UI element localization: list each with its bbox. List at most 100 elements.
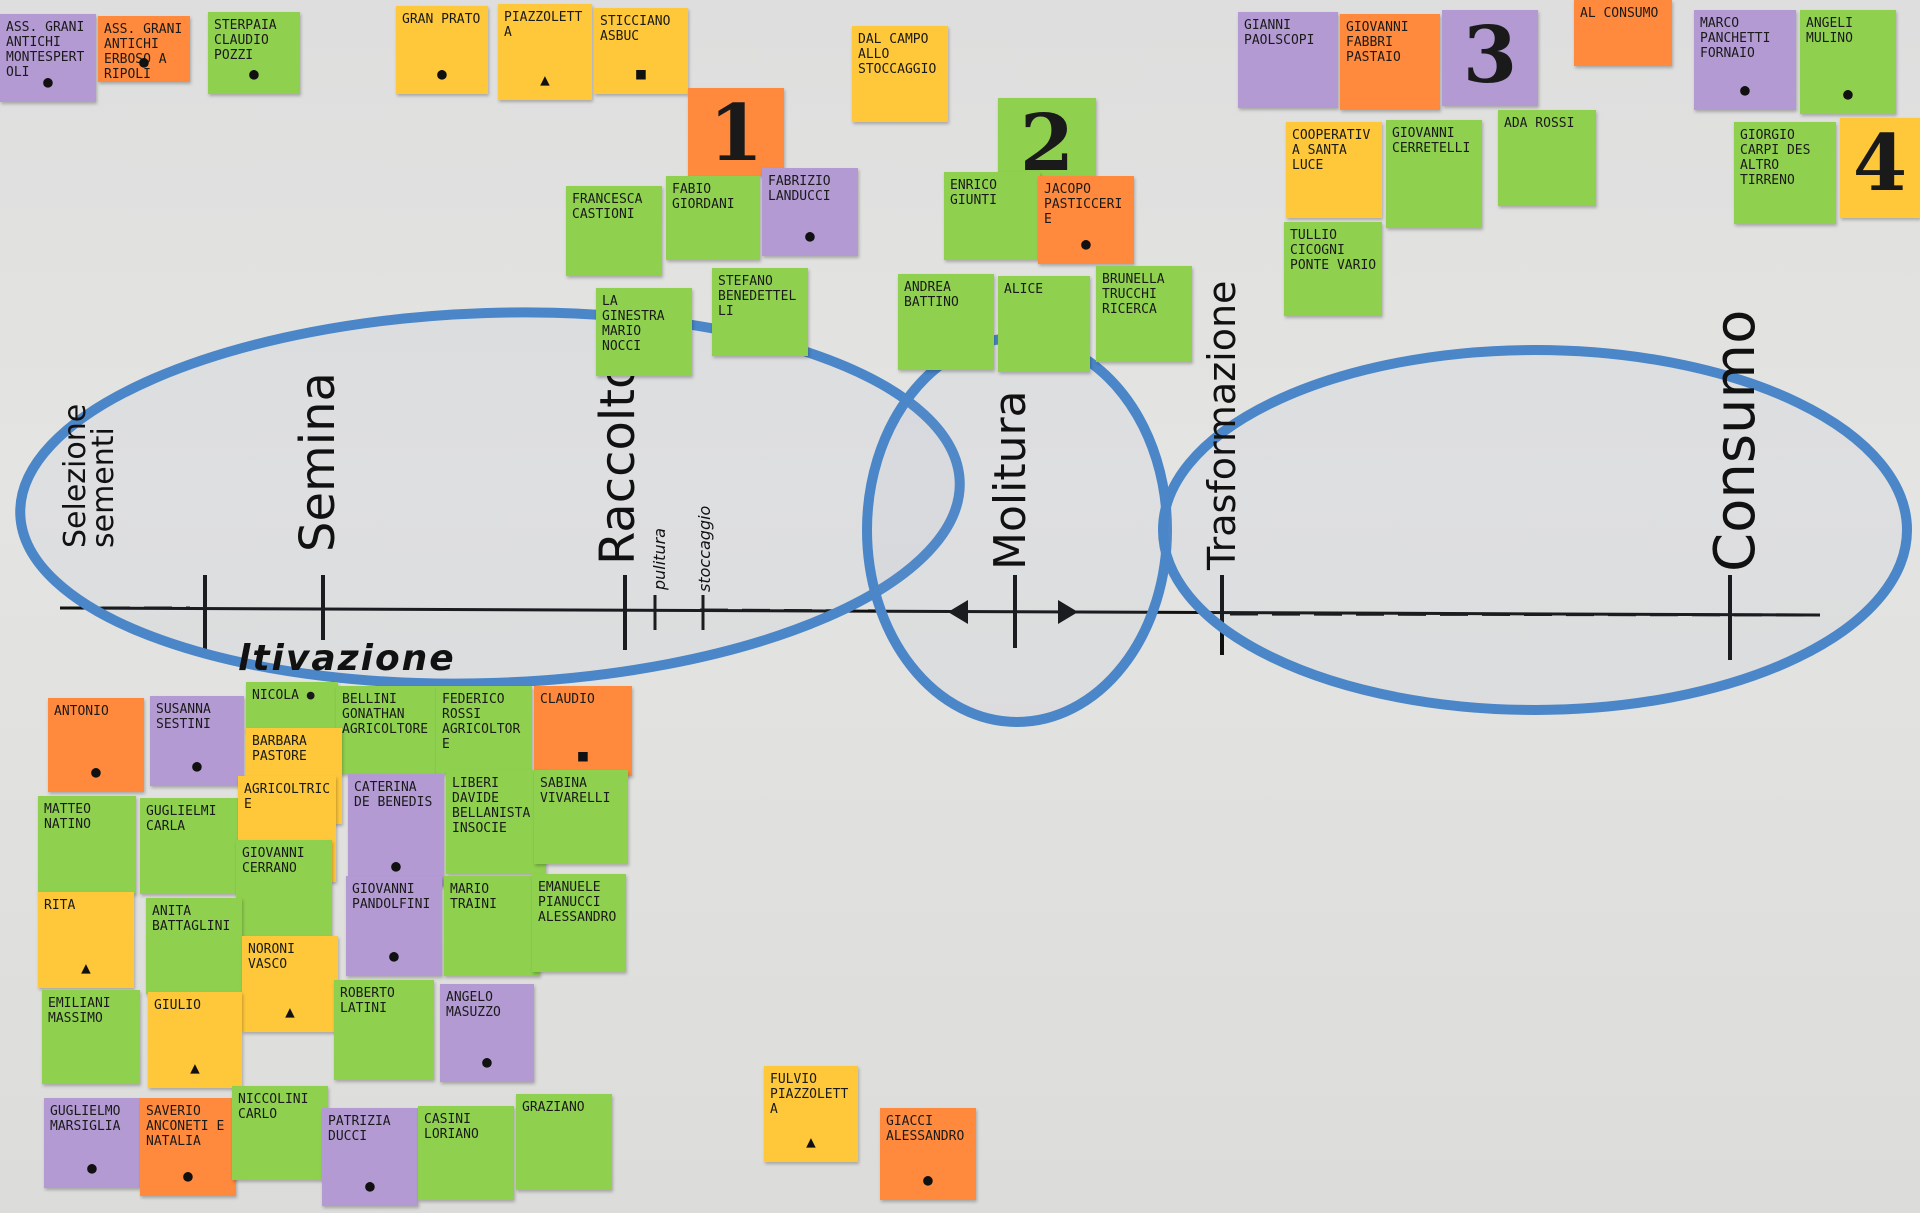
sticky-note: SUSANNA SESTINI ● <box>150 696 244 786</box>
sticky-note: SAVERIO ANCONETI E NATALIA● <box>140 1098 236 1196</box>
sticky-note: ENRICO GIUNTI <box>944 172 1040 260</box>
sticky-note-text: DAL CAMPO ALLO STOCCAGGIO <box>858 32 937 77</box>
arrow-left <box>948 600 968 624</box>
phase-label-stoccaggio: stoccaggio <box>695 505 714 592</box>
sticky-note: PIAZZOLETTA▲ <box>498 4 592 100</box>
sticky-note-text: GIOVANNI CERRETELLI <box>1392 126 1471 156</box>
sticky-note-text: JACOPO PASTICCERIE <box>1044 182 1123 227</box>
sticky-note: LIBERI DAVIDE BELLANISTA INSOCIE <box>446 770 546 874</box>
sticky-note: CATERINA DE BENEDIS● <box>348 774 444 886</box>
phase-label-pulitura: pulitura <box>650 528 669 590</box>
sticky-note: FRANCESCA CASTIONI <box>566 186 662 276</box>
sticky-note: NICCOLINI CARLO <box>232 1086 328 1180</box>
sticky-note-text: GIOVANNI CERRANO <box>242 846 305 876</box>
sticky-note: ROBERTO LATINI <box>334 980 434 1080</box>
sticky-note-text: ANGELO MASUZZO <box>446 990 501 1020</box>
sticky-note: FABIO GIORDANI <box>666 176 760 260</box>
sticky-note-mark-icon: ■ <box>636 64 646 83</box>
sticky-note-mark-icon: ▲ <box>81 958 91 977</box>
sticky-note-mark-icon: ● <box>1843 84 1853 103</box>
sticky-note: 2 <box>998 98 1096 186</box>
sticky-note-text: NICOLA ● <box>252 688 315 703</box>
sticky-note-text: EMILIANI MASSIMO <box>48 996 111 1026</box>
sticky-note: MARIO TRAINI <box>444 876 540 976</box>
sticky-note-text: GRAN PRATO <box>402 12 481 27</box>
sticky-note: GIOVANNI CERRANO <box>236 840 332 938</box>
phase-label-semina: Semina <box>290 372 346 552</box>
sticky-note: JACOPO PASTICCERIE● <box>1038 176 1134 264</box>
sticky-note: STEFANO BENEDETTELLI <box>712 268 808 356</box>
sticky-note-text: BELLINI GONATHAN AGRICOLTORE <box>342 692 429 737</box>
sticky-note-mark-icon: ● <box>391 856 401 875</box>
sticky-note: EMANUELE PIANUCCI ALESSANDRO <box>532 874 626 972</box>
sticky-note-text: AGRICOLTRICE <box>244 782 331 812</box>
sticky-note-text: MARIO TRAINI <box>450 882 497 912</box>
sticky-note: 1 <box>688 88 784 176</box>
sticky-note-mark-icon: ● <box>249 64 259 83</box>
sticky-note-text: STEFANO BENEDETTELLI <box>718 274 797 319</box>
sticky-note: FULVIO PIAZZOLETTA▲ <box>764 1066 858 1162</box>
sticky-note-text: ASS. GRANI ANTICHI ERBOSO A RIPOLI <box>104 22 183 82</box>
sticky-note: LA GINESTRA MARIO NOCCI <box>596 288 692 376</box>
sticky-note-mark-icon: ● <box>482 1052 492 1071</box>
sticky-note-text: SABINA VIVARELLI <box>540 776 611 806</box>
sticky-note: ANGELI MULINO ● <box>1800 10 1896 114</box>
sticky-note-text: 4 <box>1852 118 1908 209</box>
sticky-note-text: CLAUDIO <box>540 692 595 707</box>
sticky-note: GRAZIANO <box>516 1094 612 1190</box>
phase-label-consumo: Consumo <box>1703 309 1768 572</box>
sticky-note: FABRIZIO LANDUCCI● <box>762 168 858 256</box>
sticky-note-mark-icon: ● <box>192 756 202 775</box>
sticky-note: COOPERATIVA SANTA LUCE <box>1286 122 1382 218</box>
sticky-note: GIACCI ALESSANDRO● <box>880 1108 976 1200</box>
sticky-note: TULLIO CICOGNI PONTE VARIO <box>1284 222 1382 316</box>
sticky-note-mark-icon: ● <box>91 762 101 781</box>
arrow-right <box>1058 600 1078 624</box>
sticky-note-mark-icon: ● <box>1740 80 1750 99</box>
sticky-note-text: FABIO GIORDANI <box>672 182 735 212</box>
sticky-note-text: ASS. GRANI ANTICHI MONTESPERTOLI <box>6 20 85 80</box>
sticky-note: MATTEO NATINO <box>38 796 136 894</box>
sticky-note: RITA▲ <box>38 892 134 988</box>
sticky-note-mark-icon: ● <box>43 72 53 91</box>
sticky-note: DAL CAMPO ALLO STOCCAGGIO <box>852 26 948 122</box>
sticky-note-text: MATTEO NATINO <box>44 802 91 832</box>
sticky-note-mark-icon: ● <box>389 946 399 965</box>
sticky-note-text: PIAZZOLETTA <box>504 10 583 40</box>
sticky-note: FEDERICO ROSSI AGRICOLTORE <box>436 686 532 774</box>
sticky-note-text: GIACCI ALESSANDRO <box>886 1114 965 1144</box>
sticky-note: STERPAIA CLAUDIO POZZI● <box>208 12 300 94</box>
sticky-note: ALICE <box>998 276 1090 372</box>
sticky-note-text: SUSANNA SESTINI <box>156 702 211 732</box>
sticky-note: CASINI LORIANO <box>418 1106 514 1200</box>
sticky-note-text: STICCIANO ASBUC <box>600 14 671 44</box>
sticky-note: ANDREA BATTINO <box>898 274 994 370</box>
sticky-note: GIOVANNI PANDOLFINI ● <box>346 876 442 976</box>
sticky-note-text: ANTONIO <box>54 704 109 719</box>
sticky-note: NICOLA ● <box>246 682 338 732</box>
sticky-note: GIOVANNI FABBRI PASTAIO <box>1340 14 1440 110</box>
sticky-note-text: EMANUELE PIANUCCI ALESSANDRO <box>538 880 617 925</box>
sticky-note-mark-icon: ▲ <box>190 1058 200 1077</box>
sticky-note-text: COOPERATIVA SANTA LUCE <box>1292 128 1371 173</box>
sticky-note-text: SAVERIO ANCONETI E NATALIA <box>146 1104 225 1149</box>
sticky-note-text: BARBARA PASTORE <box>252 734 307 764</box>
sticky-note-text: LA GINESTRA MARIO NOCCI <box>602 294 665 354</box>
sticky-note-mark-icon: ● <box>437 64 447 83</box>
sticky-note: AL CONSUMO <box>1574 0 1672 66</box>
sticky-note-mark-icon: ● <box>87 1158 97 1177</box>
sticky-note-text: FRANCESCA CASTIONI <box>572 192 643 222</box>
sticky-note-text: ANGELI MULINO <box>1806 16 1853 46</box>
phase-ellipse-1 <box>15 307 965 689</box>
sticky-note-text: LIBERI DAVIDE BELLANISTA INSOCIE <box>452 776 531 836</box>
sticky-note: ANITA BATTAGLINI <box>146 898 242 994</box>
sticky-note: GIOVANNI CERRETELLI <box>1386 120 1482 228</box>
sticky-note-text: GIORGIO CARPI DES ALTRO TIRRENO <box>1740 128 1811 188</box>
sticky-note-text: GUGLIELMI CARLA <box>146 804 217 834</box>
sticky-note-text: NORONI VASCO <box>248 942 295 972</box>
sticky-note: 3 <box>1442 10 1538 106</box>
sticky-note-text: GIULIO <box>154 998 201 1013</box>
sticky-note-text: GIOVANNI PANDOLFINI <box>352 882 431 912</box>
sticky-note: SABINA VIVARELLI <box>534 770 628 864</box>
